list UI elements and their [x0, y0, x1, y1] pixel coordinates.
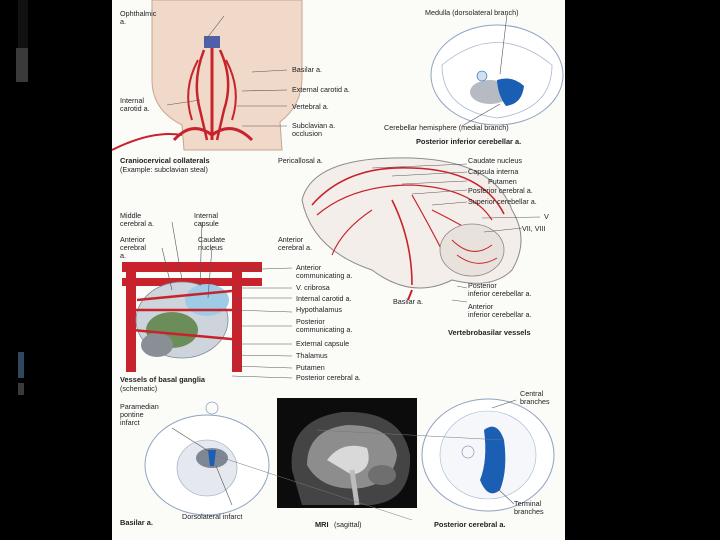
label-pericallosal: Pericallosal a.: [278, 157, 323, 165]
pca-axial-section: [422, 399, 554, 511]
label-putamen-right: Putamen: [488, 178, 517, 186]
label-anterior-cerebral-right: Anterior cerebral a.: [278, 236, 312, 252]
label-basilar-top: Basilar a.: [292, 66, 322, 74]
label-caudate-right: Caudate nucleus: [468, 157, 522, 165]
label-ophthalmic: Ophthalmic a.: [120, 10, 156, 26]
label-caudate-left: Caudate nucleus: [198, 236, 225, 252]
sidebar-bar-3: [18, 383, 24, 395]
basilar-axial-section: [145, 402, 269, 515]
label-superior-cerebellar: Superior cerebellar a.: [468, 198, 537, 206]
center-label-external-capsule: External capsule: [296, 340, 349, 348]
center-label-v-cribrosa: V. cribrosa: [296, 284, 330, 292]
medulla-cross-section: [431, 14, 563, 126]
label-terminal-branches: Terminal branches: [514, 500, 544, 516]
center-label-posterior-cerebral: Posterior cerebral a.: [296, 374, 361, 382]
center-label-putamen: Putamen: [296, 364, 325, 372]
label-middle-cerebral: Middle cerebral a.: [120, 212, 154, 228]
dorsolateral-caption: Dorsolateral infarct: [182, 513, 242, 521]
label-aica: Anterior inferior cerebellar a.: [468, 303, 532, 319]
vertebrobasilar-title: Vertebrobasilar vessels: [448, 329, 531, 337]
center-label-thalamus: Thalamus: [296, 352, 328, 360]
label-central-branches: Central branches: [520, 390, 550, 406]
center-label-internal-carotid: Internal carotid a.: [296, 295, 352, 303]
pica-title: Posterior inferior cerebellar a.: [416, 138, 521, 146]
label-capsula-interna: Capsula interna: [468, 168, 518, 176]
label-vertebral: Vertebral a.: [292, 103, 329, 111]
center-label-posterior-communicating: Posterior communicating a.: [296, 318, 352, 334]
craniocervical-title: Craniocervical collaterals: [120, 157, 210, 165]
mri-sagittal-image: [277, 398, 417, 508]
label-internal-carotid: Internal carotid a.: [120, 97, 150, 113]
basal-ganglia-subtitle: (schematic): [120, 385, 157, 393]
pca-caption: Posterior cerebral a.: [434, 521, 505, 529]
basal-ganglia-title: Vessels of basal ganglia: [120, 376, 205, 384]
label-subclavian: Subclavian a. occlusion: [292, 122, 335, 138]
label-external-carotid: External carotid a.: [292, 86, 350, 94]
anatomy-figure: Ophthalmic a. Internal carotid a. Basila…: [112, 0, 565, 540]
label-anterior-cerebral-left: Anterior cerebral a.: [120, 236, 146, 260]
center-label-anterior-communicating: Anterior communicating a.: [296, 264, 352, 280]
mri-caption: MRI: [315, 521, 329, 529]
sidebar-bar-1: [16, 48, 28, 82]
label-cerebellar-hemisphere: Cerebellar hemisphere (medial branch): [384, 124, 509, 132]
label-basilar-mid: Basilar a.: [393, 298, 423, 306]
craniocervical-subtitle: (Example: subclavian steal): [120, 166, 208, 174]
mri-caption-sub: (sagittal): [334, 521, 362, 529]
label-medulla: Medulla (dorsolateral branch): [425, 9, 518, 17]
label-v: V: [544, 213, 549, 221]
center-label-hypothalamus: Hypothalamus: [296, 306, 342, 314]
sidebar-bar-2: [18, 352, 24, 378]
label-pica: Posterior inferior cerebellar a.: [468, 282, 532, 298]
basilar-caption: Basilar a.: [120, 519, 153, 527]
label-vii-viii: VII, VIII: [522, 225, 546, 233]
label-paramedian-infarct: Paramedian pontine infarct: [120, 403, 159, 427]
label-internal-capsule: Internal capsule: [194, 212, 219, 228]
label-posterior-cerebral-right: Posterior cerebral a.: [468, 187, 533, 195]
